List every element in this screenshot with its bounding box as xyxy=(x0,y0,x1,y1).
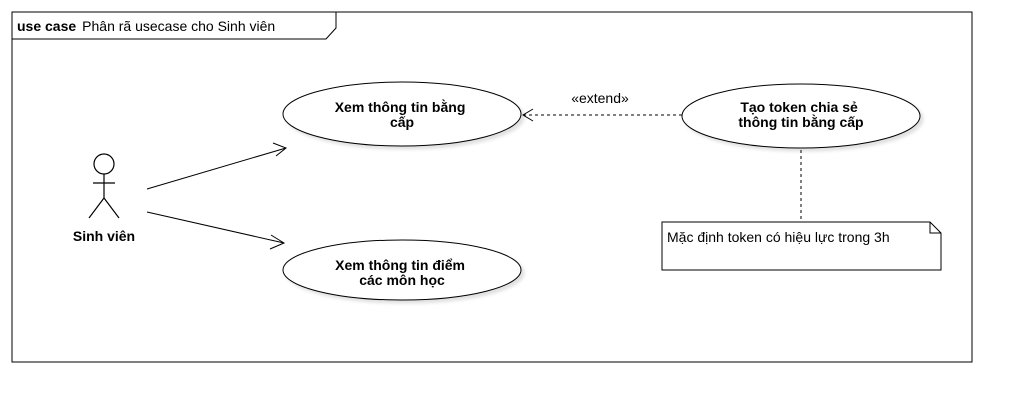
usecase-create-token-line2: thông tin bằng cấp xyxy=(738,113,863,130)
usecase-view-degree[interactable]: Xem thông tin bằng cấp xyxy=(282,81,522,147)
note-text: Mặc định token có hiệu lực trong 3h xyxy=(667,229,890,245)
actor-sinh-vien[interactable]: Sinh viên xyxy=(73,153,135,244)
frame-name: Phân rã usecase cho Sinh viên xyxy=(82,18,275,34)
actor-name: Sinh viên xyxy=(73,228,135,244)
actor-head xyxy=(93,153,115,175)
usecase-create-token[interactable]: Tạo token chia sẻ thông tin bằng cấp xyxy=(681,83,921,149)
svg-text:Xem thông tin bằng cấp: Xem thông tin bằng cấp xyxy=(335,98,470,130)
frame-keyword: use case xyxy=(17,18,76,34)
usecase-view-grades[interactable]: Xem thông tin điểm các môn học xyxy=(282,239,522,301)
diagram-frame xyxy=(11,11,973,363)
extend-relationship: «extend» xyxy=(522,90,682,122)
usecase-view-degree-line1: Xem thông tin bằng xyxy=(335,98,466,115)
svg-text:Tạo token chia sẻ thông: Tạo token chia sẻ thông tin bằng cấp xyxy=(738,99,863,130)
svg-text:Xem thông tin điểm các m: Xem thông tin điểm các môn học xyxy=(335,257,469,288)
association-view-degree xyxy=(146,142,287,190)
usecase-create-token-line1: Tạo token chia sẻ xyxy=(740,99,858,115)
actor-right-leg xyxy=(103,197,120,219)
frame-label-tab xyxy=(11,11,337,40)
frame-label: use case Phân rã usecase cho Sinh viên xyxy=(17,18,275,34)
note[interactable]: Mặc định token có hiệu lực trong 3h xyxy=(661,221,942,271)
usecase-view-grades-line2: các môn học xyxy=(359,272,445,288)
actor-left-leg xyxy=(88,197,105,219)
association-view-grades xyxy=(146,211,286,250)
usecase-view-grades-line1: Xem thông tin điểm xyxy=(335,257,465,273)
usecase-view-degree-line2: cấp xyxy=(390,114,414,130)
extend-label: «extend» xyxy=(571,90,629,106)
